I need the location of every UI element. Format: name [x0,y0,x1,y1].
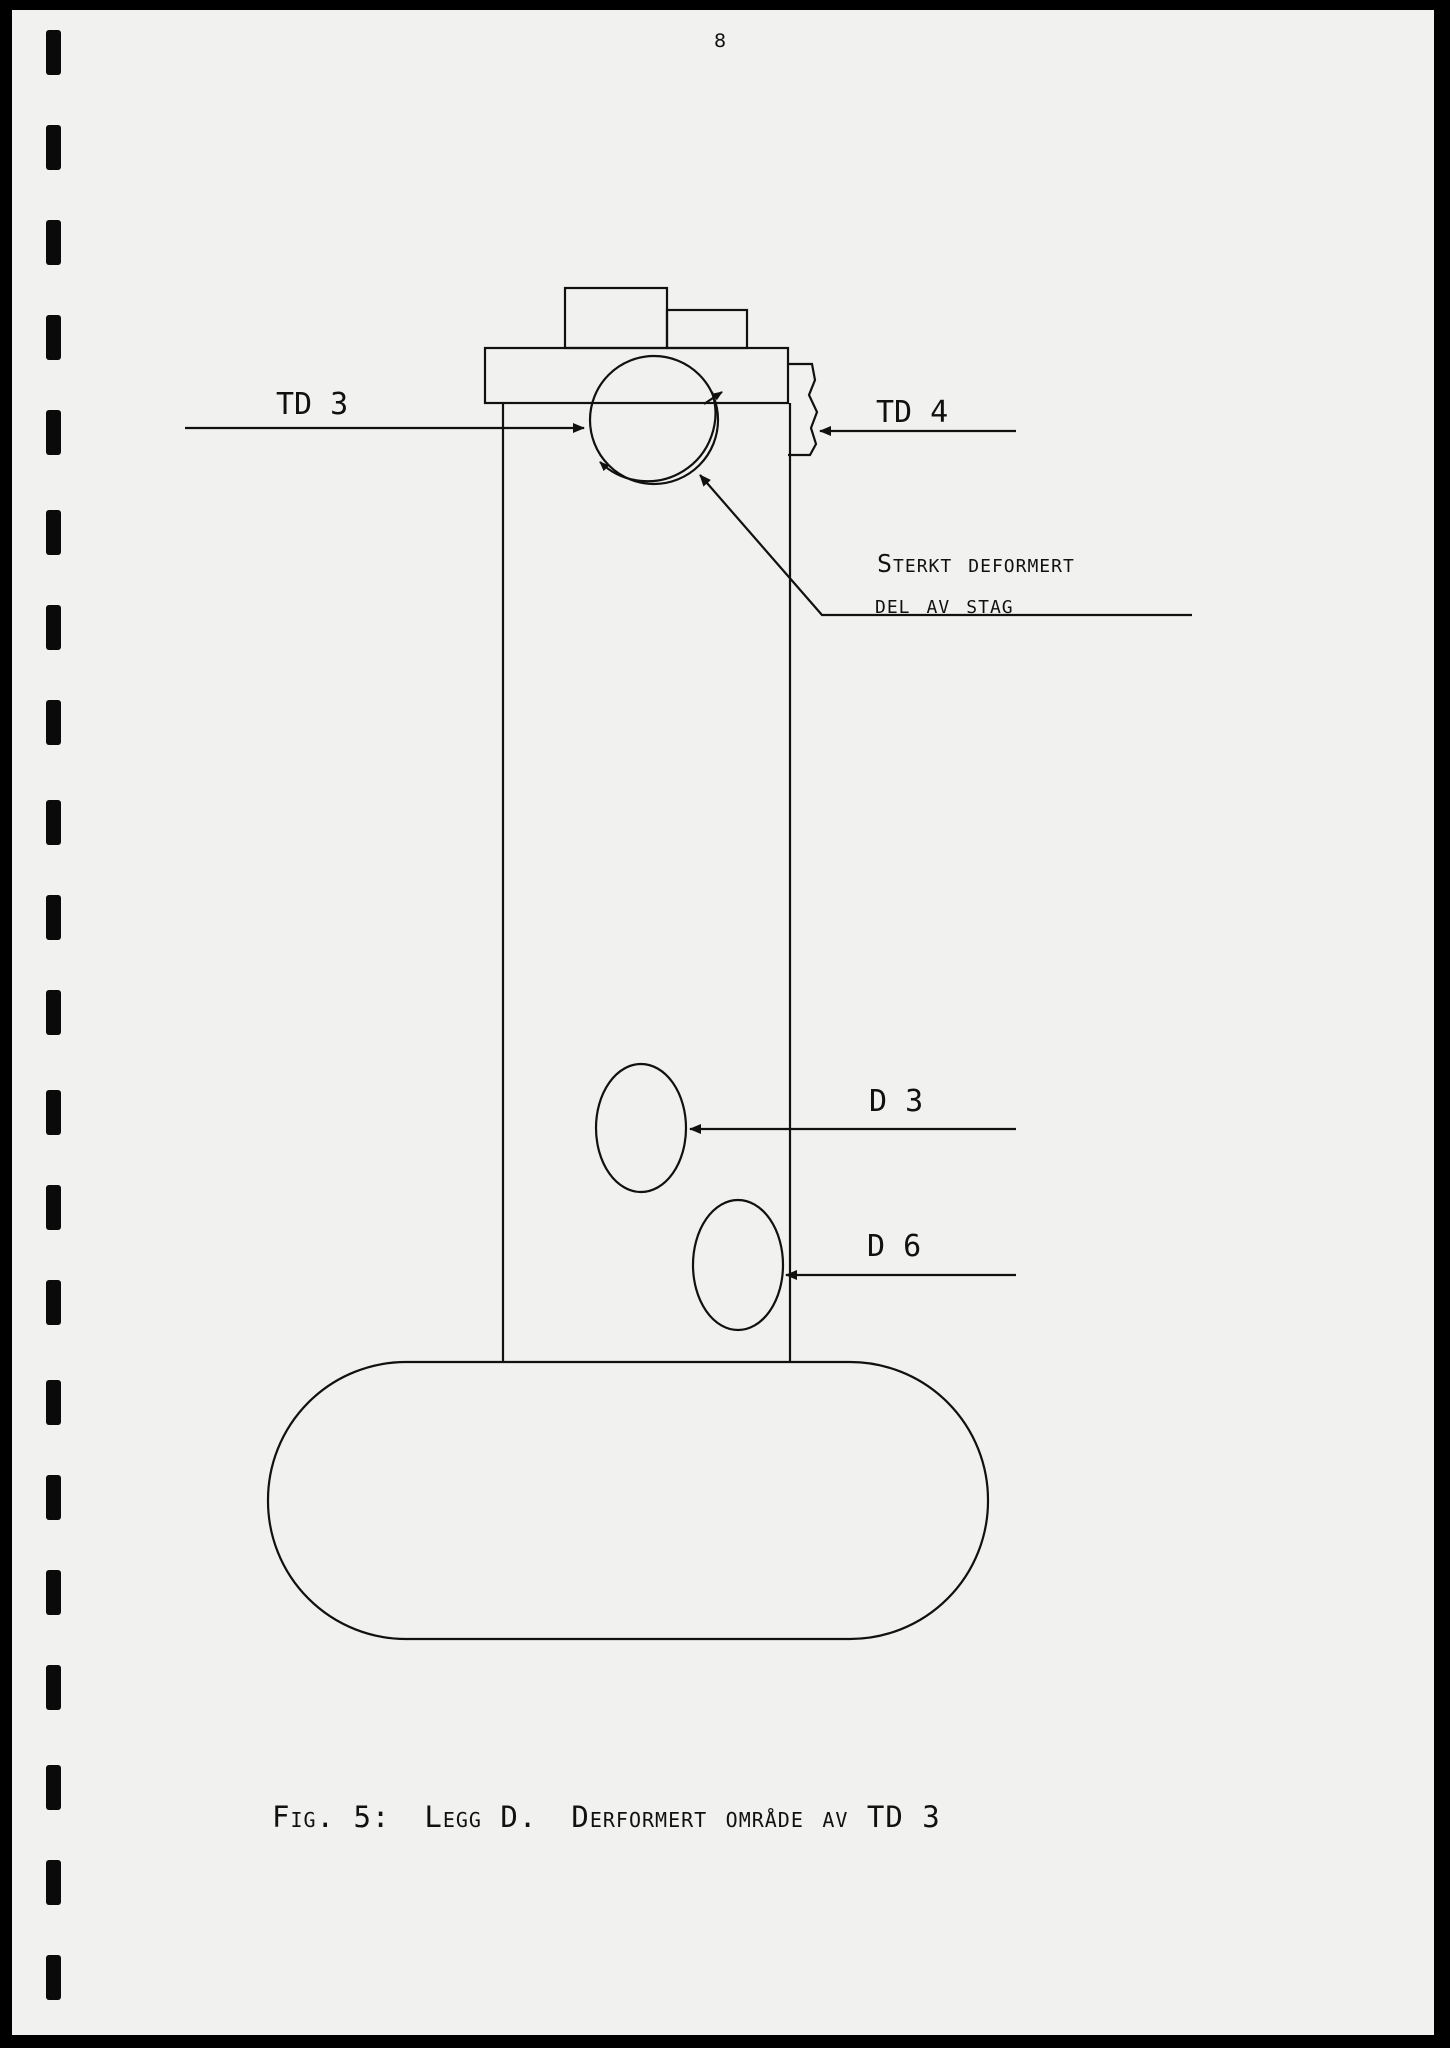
d3-brace-ellipse [594,1062,688,1194]
binding-hole [46,1570,61,1615]
label-td3: TD 3 [276,387,349,422]
binding-hole [46,30,61,75]
binding-hole [46,1090,61,1135]
binding-hole [46,1665,61,1710]
deformed-arc [599,391,717,483]
binding-hole [46,315,61,360]
page-number: 8 [713,30,727,52]
caption-text: Derformert område av TD 3 [571,1800,941,1834]
binding-hole [46,1280,61,1325]
binding-hole [46,700,61,745]
label-d6: D 6 [867,1229,922,1264]
caption-leg: Legg D. [424,1800,538,1834]
binding-hole [46,1765,61,1810]
binding-hole [46,990,61,1035]
caption-figure-number: Fig. 5: [272,1800,391,1834]
figure-caption: Fig. 5: Legg D. Derformert område av TD 3 [272,1800,941,1834]
binding-hole [46,605,61,650]
binding-hole [46,1380,61,1425]
leg-column [501,403,792,1362]
pontoon [266,1360,990,1641]
binding-hole [46,220,61,265]
top-block-left [563,286,669,350]
binding-hole [46,1955,61,2000]
binding-hole [46,410,61,455]
cap-bar [483,346,790,405]
top-block-right [665,308,749,350]
td3-brace-circle [588,354,720,486]
binding-hole [46,1475,61,1520]
label-td4: TD 4 [876,395,949,430]
binding-hole [46,895,61,940]
label-d3: D 3 [869,1084,924,1119]
note-leader [699,474,1192,617]
binding-hole [46,800,61,845]
broken-edge [788,362,819,457]
label-note-line1: Sterkt deformert [877,549,1075,578]
binding-hole [46,1185,61,1230]
deformed-arc-tick [703,391,723,405]
binding-hole [46,510,61,555]
binding-hole [46,1860,61,1905]
binding-hole [46,125,61,170]
d6-brace-ellipse [691,1198,785,1332]
label-note-line2: del av stag [875,590,1014,619]
